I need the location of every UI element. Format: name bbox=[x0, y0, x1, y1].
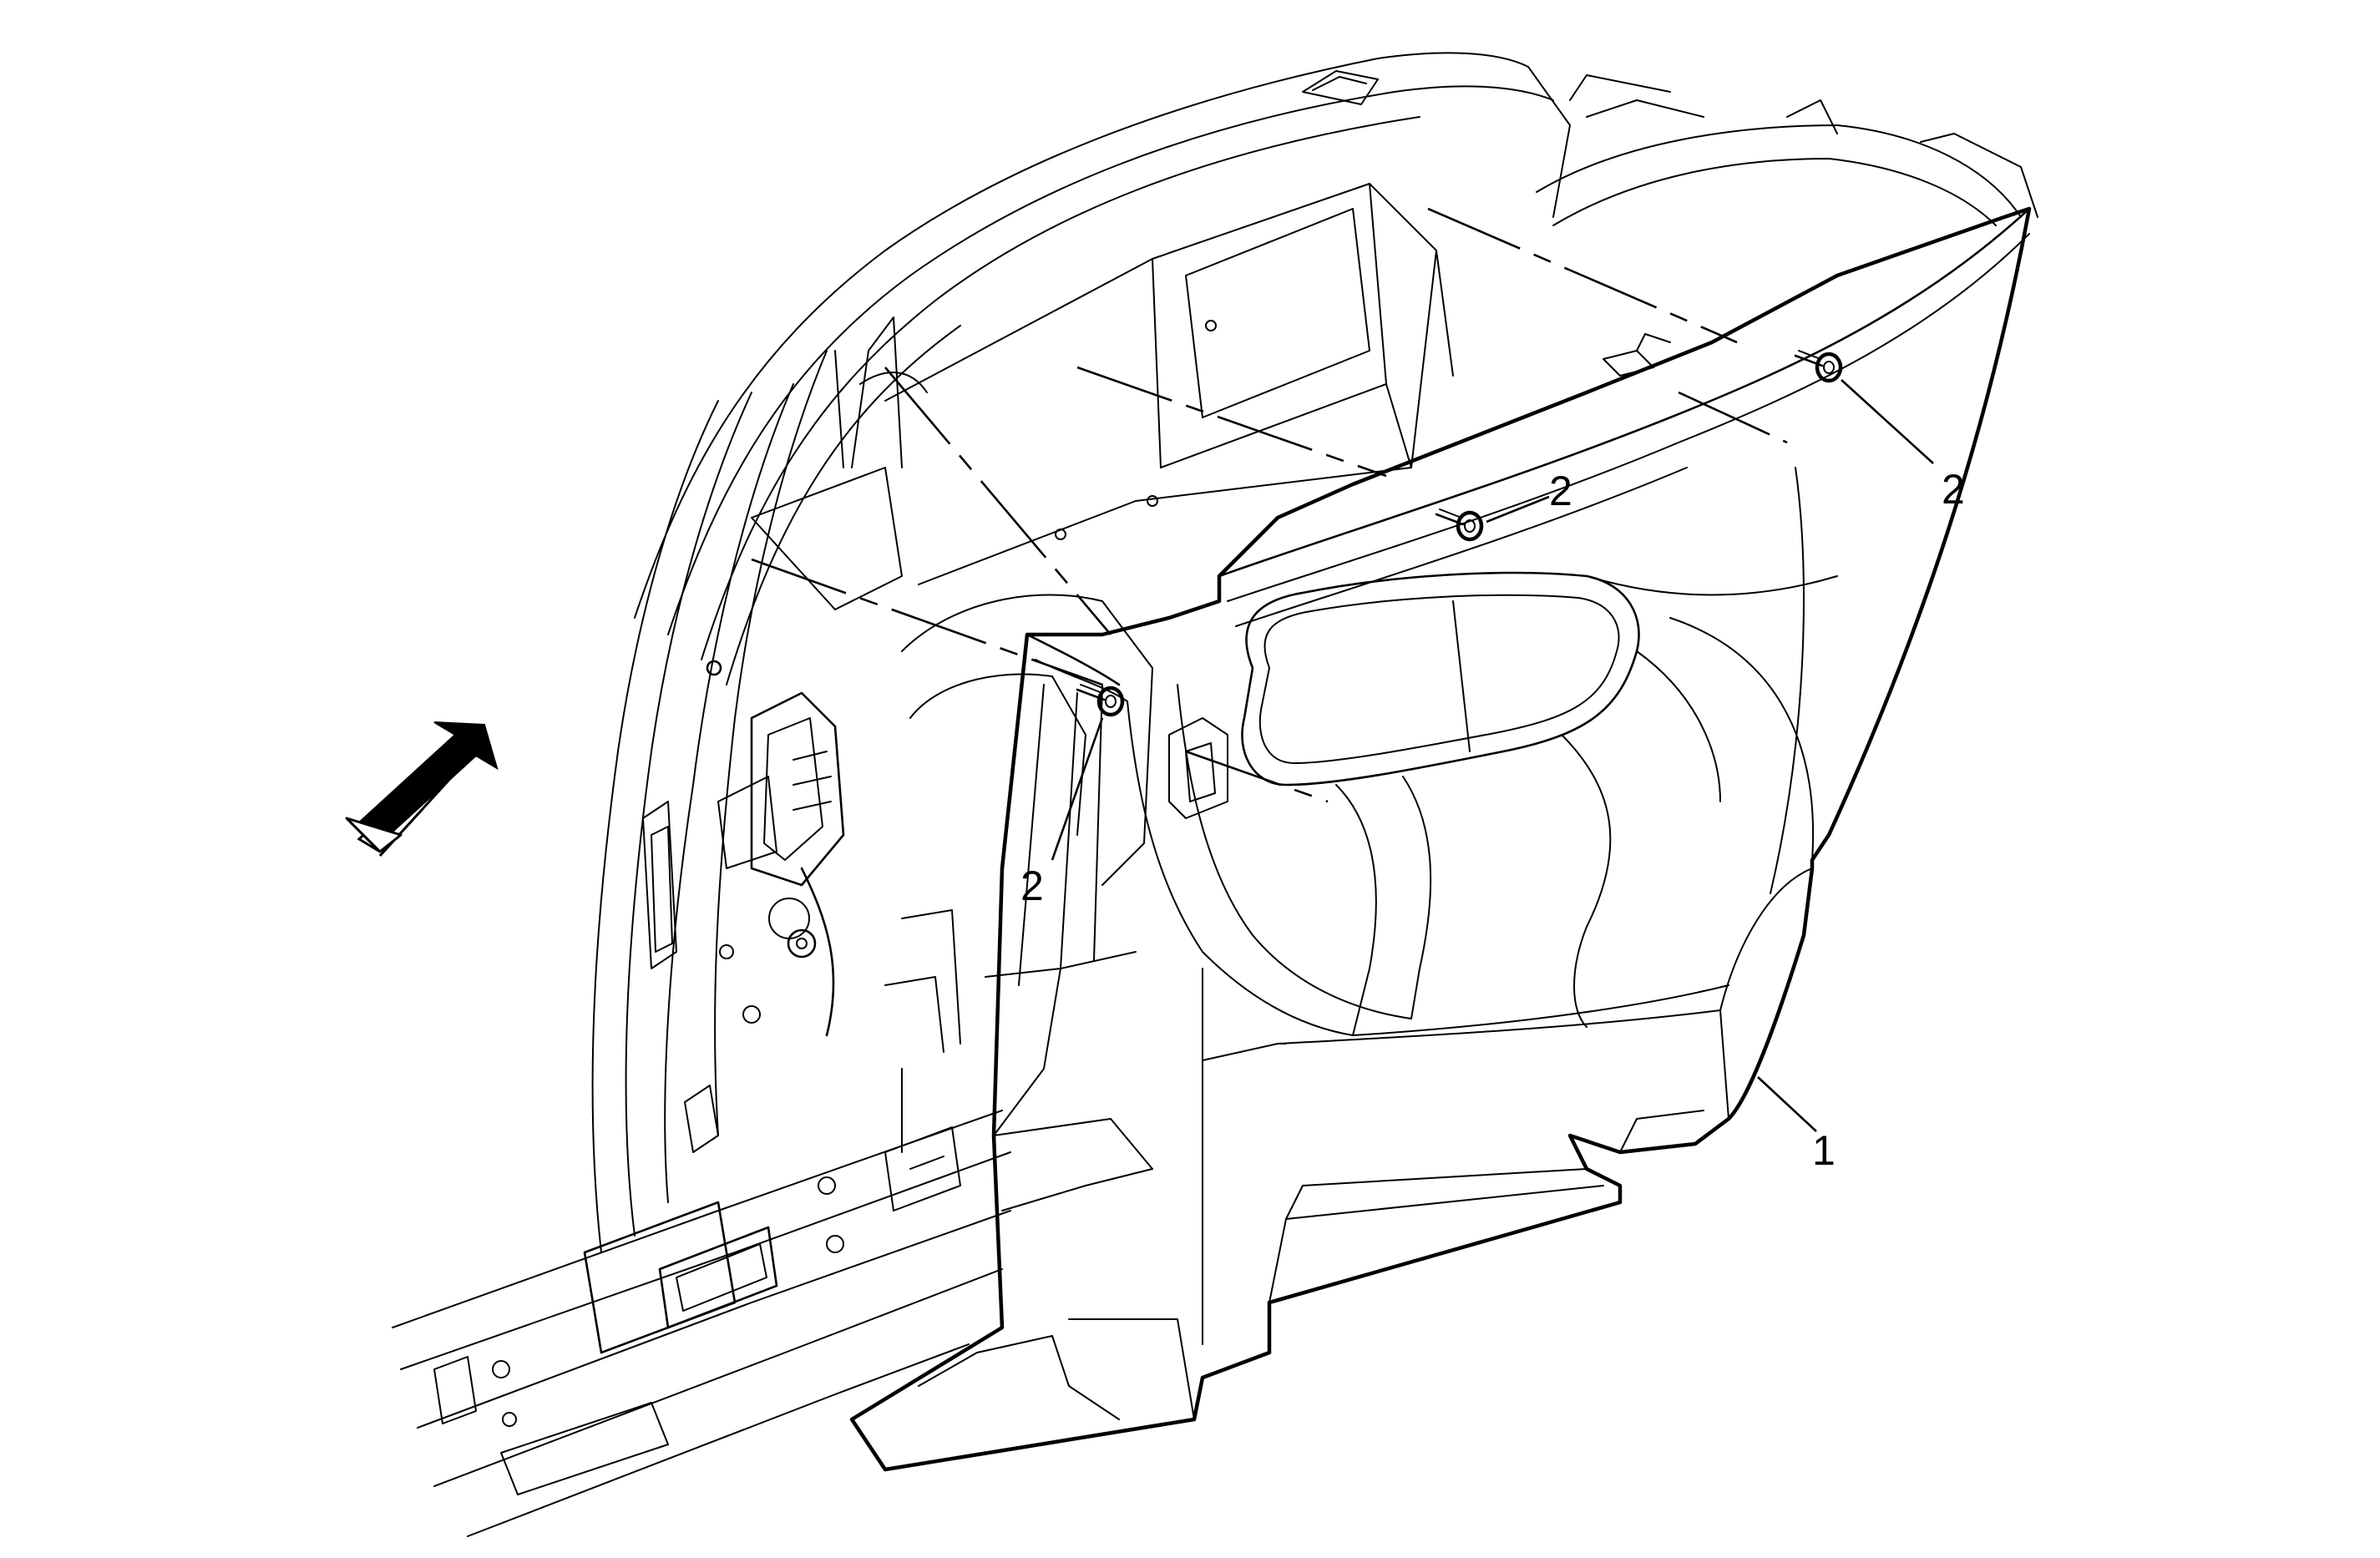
callout-retainer-upper-right: 2 bbox=[1942, 466, 1965, 513]
push-pin-retainer-icon bbox=[1076, 350, 1843, 717]
forward-arrow-icon bbox=[345, 721, 499, 857]
callout-retainer-pillar: 2 bbox=[1020, 862, 1044, 909]
leader-lines bbox=[1051, 379, 1934, 1132]
callout-labels: 1 2 2 2 bbox=[1020, 466, 1965, 1174]
quarter-trim-panel bbox=[849, 206, 2032, 1472]
callout-trim-panel: 1 bbox=[1812, 1127, 1836, 1174]
callout-retainer-upper-mid: 2 bbox=[1549, 468, 1572, 514]
vehicle-body-structure bbox=[392, 52, 2038, 1537]
alignment-lines bbox=[751, 207, 1788, 803]
